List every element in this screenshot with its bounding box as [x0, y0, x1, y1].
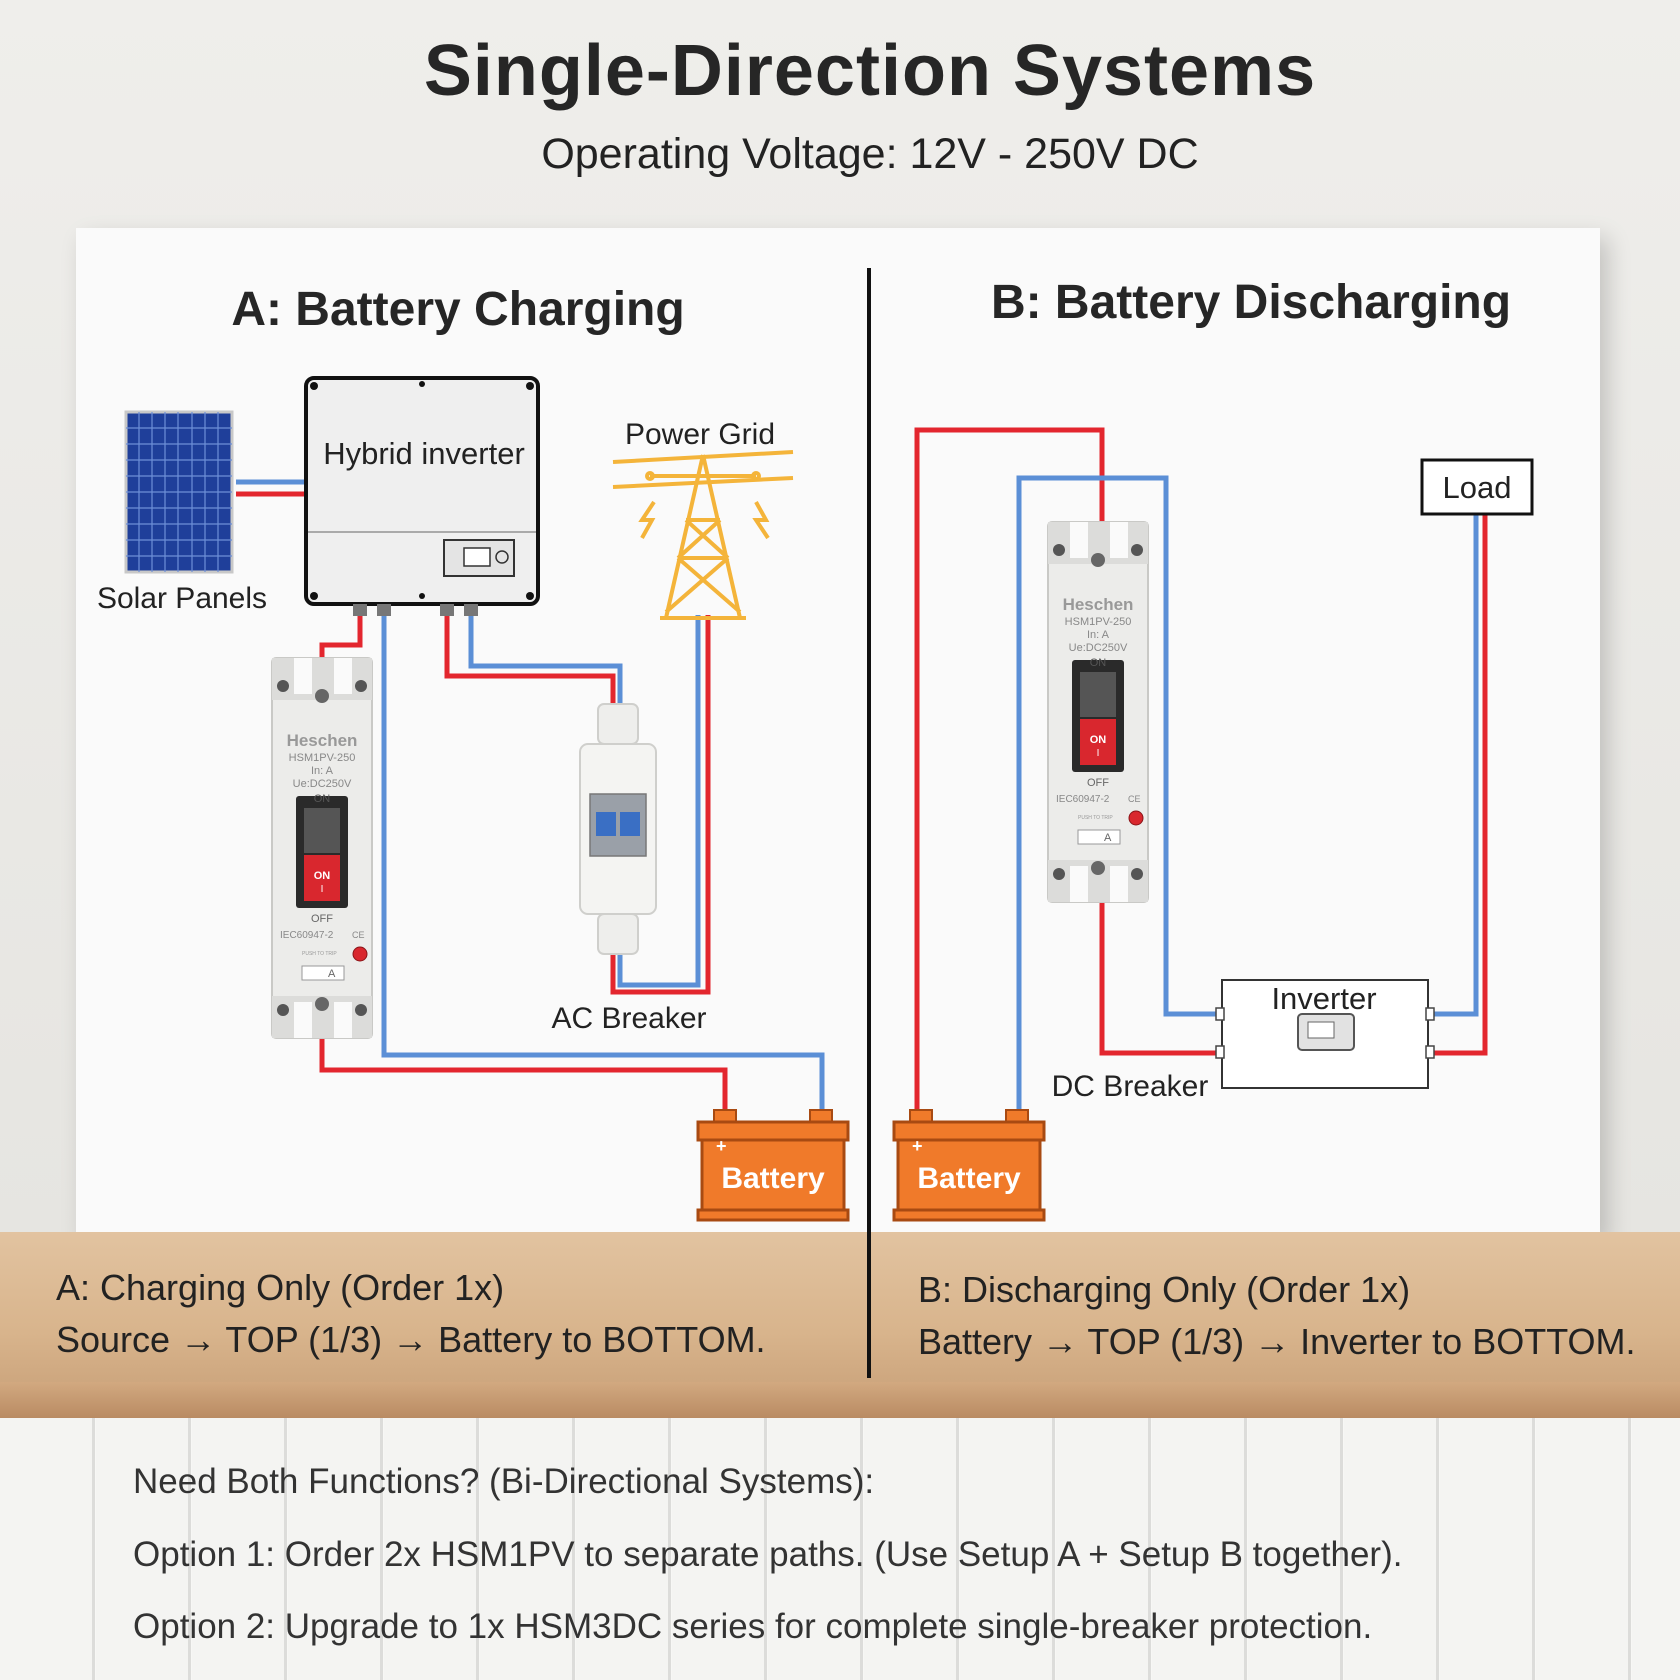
- wires-a: [236, 479, 825, 1112]
- breaker-a-brand: Heschen: [287, 731, 358, 750]
- dc-breaker-label: DC Breaker: [1052, 1070, 1209, 1103]
- breaker-b-rating: In: A: [1087, 629, 1110, 641]
- breaker-b-brand: Heschen: [1063, 595, 1134, 614]
- note-question: Need Both Functions? (Bi-Directional Sys…: [133, 1462, 875, 1501]
- battery-b-plus: +: [912, 1136, 923, 1156]
- caption-a-line1: A: Charging Only (Order 1x): [56, 1267, 505, 1308]
- breaker-b-on-label: ON: [1090, 657, 1107, 669]
- shelf-edge: [0, 1382, 1680, 1418]
- breaker-b-model: HSM1PV-250: [1065, 616, 1132, 628]
- breaker-b-voltage: Ue:DC250V: [1069, 642, 1128, 654]
- page-subtitle: Operating Voltage: 12V - 250V DC: [541, 130, 1199, 178]
- note-option1: Option 1: Order 2x HSM1PV to separate pa…: [133, 1535, 1403, 1574]
- breaker-a-voltage: Ue:DC250V: [293, 778, 352, 790]
- hybrid-inverter-icon: [304, 376, 540, 616]
- ac-breaker-icon: [579, 703, 657, 955]
- breaker-a-on-label: ON: [314, 793, 331, 805]
- load-box: [1420, 458, 1534, 516]
- breaker-a-standard: IEC60947-2: [280, 930, 334, 941]
- breaker-a-amp: A: [328, 968, 336, 980]
- wooden-shelf: [0, 1232, 1680, 1400]
- power-tower-icon: [612, 450, 794, 620]
- section-b-title: B: Battery Discharging: [991, 276, 1511, 329]
- breaker-b-switch-on: ON: [1090, 734, 1107, 746]
- ac-breaker-label: AC Breaker: [551, 1002, 706, 1035]
- battery-b-icon: + Battery: [892, 1108, 1046, 1222]
- breaker-b-amp: A: [1104, 832, 1112, 844]
- wires-b: [914, 427, 1488, 1112]
- section-a-title: A: Battery Charging: [231, 283, 684, 336]
- breaker-b-off-label: OFF: [1087, 777, 1109, 789]
- breaker-a-switch-mark: I: [321, 884, 324, 895]
- breaker-a-model: HSM1PV-250: [289, 752, 356, 764]
- page-title: Single-Direction Systems: [423, 31, 1317, 111]
- battery-b-label: Battery: [917, 1162, 1021, 1195]
- caption-b-line1: B: Discharging Only (Order 1x): [918, 1269, 1411, 1310]
- breaker-b-push: PUSH TO TRIP: [1078, 815, 1113, 821]
- caption-b: B: Discharging Only (Order 1x) Battery →…: [918, 1264, 1636, 1368]
- breaker-b-standard: IEC60947-2: [1056, 794, 1110, 805]
- hybrid-inverter-label: Hybrid inverter: [323, 436, 525, 471]
- breaker-a-switch-on: ON: [314, 870, 331, 882]
- power-grid-label: Power Grid: [625, 418, 775, 451]
- breaker-a-rating: In: A: [311, 765, 334, 777]
- solar-panel-icon: [124, 410, 234, 574]
- solar-panels-label: Solar Panels: [97, 582, 267, 615]
- inverter-icon: [1215, 979, 1435, 1089]
- dc-breaker-a-icon: Heschen HSM1PV-250 In: A Ue:DC250V ON ON…: [271, 657, 373, 1039]
- breaker-a-ce: CE: [352, 930, 365, 940]
- load-label: Load: [1443, 470, 1512, 505]
- breaker-b-switch-mark: I: [1097, 748, 1100, 759]
- breaker-a-off-label: OFF: [311, 913, 333, 925]
- caption-a-line2: Source → TOP (1/3) → Battery to BOTTOM.: [56, 1319, 766, 1360]
- wainscot-panel: [0, 1418, 1680, 1680]
- battery-a-label: Battery: [721, 1162, 825, 1195]
- inverter-label: Inverter: [1271, 981, 1376, 1016]
- battery-a-icon: + Battery: [696, 1108, 850, 1222]
- battery-a-plus: +: [716, 1136, 727, 1156]
- breaker-a-push: PUSH TO TRIP: [302, 951, 337, 957]
- breaker-b-ce: CE: [1128, 794, 1141, 804]
- dc-breaker-b-icon: Heschen HSM1PV-250 In: A Ue:DC250V ON ON…: [1047, 521, 1149, 903]
- caption-a: A: Charging Only (Order 1x) Source → TOP…: [56, 1262, 766, 1366]
- note-option2: Option 2: Upgrade to 1x HSM3DC series fo…: [133, 1607, 1373, 1646]
- caption-b-line2: Battery → TOP (1/3) → Inverter to BOTTOM…: [918, 1321, 1636, 1362]
